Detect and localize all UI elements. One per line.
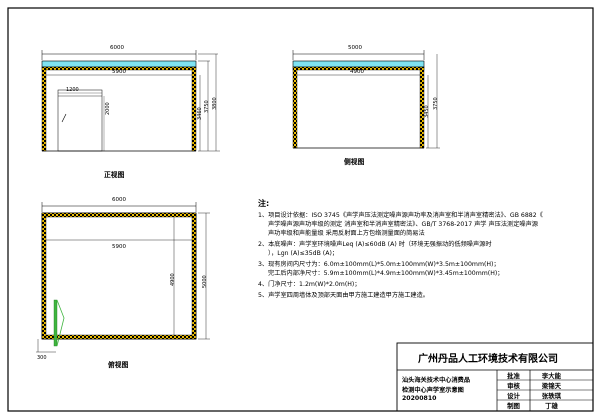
plan-view bbox=[36, 202, 210, 353]
note-line: 5、声学室四周墙体及顶部天面由甲方施工建造甲方施工建造。 bbox=[258, 292, 429, 299]
front-dim-outer-width: 6000 bbox=[110, 45, 124, 51]
ceiling-panel bbox=[292, 60, 425, 68]
plan-dim-outer-width: 6000 bbox=[112, 197, 126, 203]
company-name: 广州丹品人工环境技术有限公司 bbox=[418, 354, 558, 365]
name-review: 梁锦天 bbox=[541, 382, 562, 390]
side-dim-outer-width: 5000 bbox=[348, 45, 362, 51]
note-line: 3、现有房间内尺寸为：6.0m±100mm(L)*5.0m±100mm(W)*3… bbox=[258, 261, 500, 268]
side-dim-inner-width: 4900 bbox=[350, 69, 364, 75]
project-title-line: 汕头海关技术中心消费品 bbox=[402, 377, 471, 384]
note-line: 1、项目设计依据：ISO 3745《声学声压法测定噪声源声功率及消声室和半消声室… bbox=[258, 212, 543, 219]
note-line: 声功率级和声能量级 采用反射面上方包络测量面的简易法 bbox=[268, 230, 425, 237]
role-approve: 批准 bbox=[507, 372, 520, 380]
side-dim-height-inner: 3450 bbox=[424, 105, 430, 118]
note-line: 2、本底噪声：声学室环境噪声Leq (A)≤60dB (A) 时（环境无强振动的… bbox=[258, 241, 492, 248]
plan-dim-inner-width: 5900 bbox=[112, 244, 126, 250]
note-line: 完工后内部净尺寸：5.9m±100mm(L)*4.9m±100mm(W)*3.4… bbox=[268, 270, 504, 277]
side-view bbox=[292, 50, 440, 149]
project-title-line: 检测中心声学室示意图 bbox=[402, 387, 464, 394]
role-review: 审核 bbox=[507, 382, 520, 390]
notes-title: 注: bbox=[258, 199, 270, 208]
plan-dim-outer-depth: 5000 bbox=[202, 275, 208, 288]
role-draw: 制图 bbox=[507, 402, 520, 410]
front-view bbox=[41, 50, 220, 152]
front-dim-height-outer: 3800 bbox=[212, 97, 218, 110]
front-dim-door-width: 1200 bbox=[66, 87, 79, 93]
note-line: 声学噪声源声功率级的测定 消声室和半消声室精密法》、GB/T 3768-2017… bbox=[268, 221, 538, 228]
side-view-label: 侧视图 bbox=[344, 158, 365, 166]
front-dim-inner-width: 5900 bbox=[112, 69, 126, 75]
name-design: 张轶琪 bbox=[541, 392, 562, 400]
title-block bbox=[396, 342, 594, 412]
plan-door bbox=[53, 299, 58, 347]
plan-view-label: 俯视图 bbox=[108, 361, 129, 369]
ceiling-panel bbox=[41, 60, 197, 68]
front-dim-height-inner: 3460 bbox=[197, 107, 203, 120]
note-line: ），Lgn (A)≤35dB (A)； bbox=[268, 250, 339, 257]
note-line: 4、门净尺寸：1.2m(W)*2.0m(H)； bbox=[258, 281, 361, 288]
name-draw: 丁雄 bbox=[545, 402, 558, 410]
side-dim-height-outer: 3750 bbox=[433, 97, 439, 110]
door-outline bbox=[57, 89, 103, 152]
front-dim-height-mid: 3750 bbox=[204, 100, 210, 113]
sheet-border bbox=[7, 7, 594, 412]
role-design: 设计 bbox=[507, 392, 520, 400]
project-date: 20200810 bbox=[402, 395, 437, 402]
front-dim-door-height: 2000 bbox=[105, 102, 111, 115]
name-approve: 李大能 bbox=[541, 372, 562, 380]
front-view-label: 正视图 bbox=[104, 171, 125, 179]
plan-dim-inner-depth: 4900 bbox=[170, 273, 176, 286]
plan-dim-offset: 300 bbox=[37, 355, 47, 361]
